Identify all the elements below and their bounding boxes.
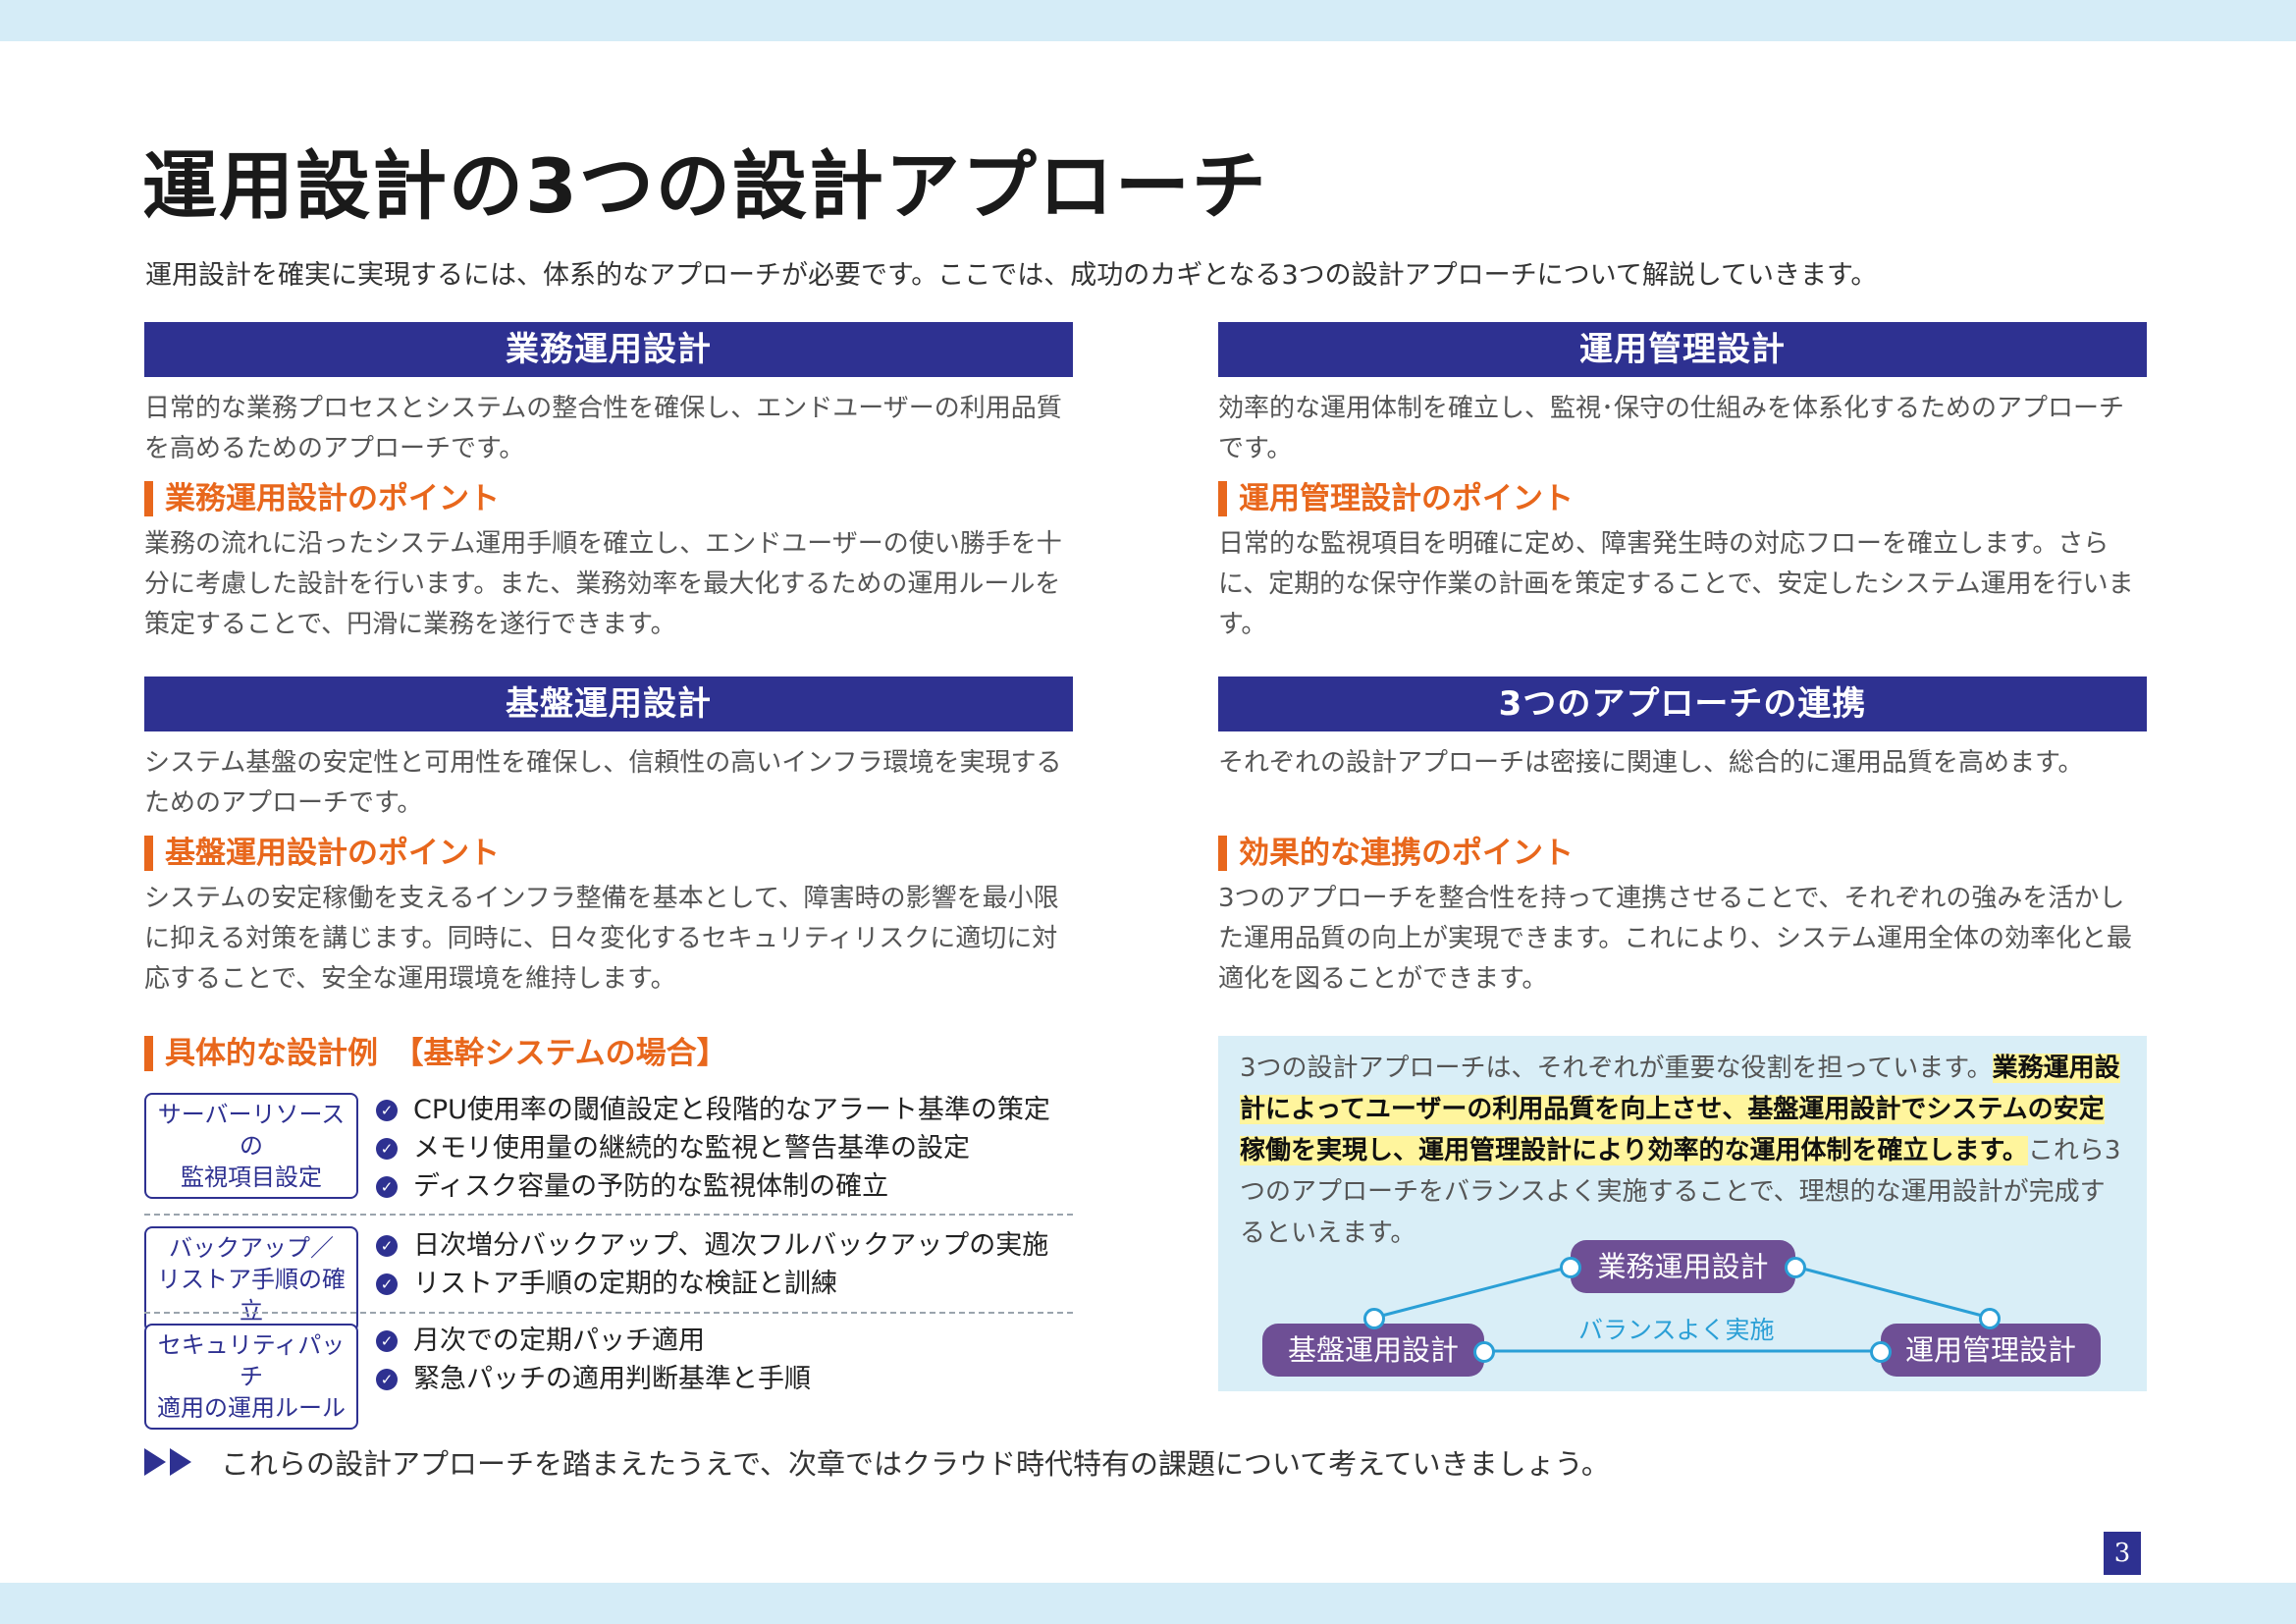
list-item: ✓ 日次増分バックアップ、週次フルバックアップの実施 (376, 1226, 1048, 1265)
section-desc: 効率的な運用体制を確立し、監視･保守の仕組みを体系化するためのアプローチです。 (1218, 394, 2125, 463)
example-items: ✓ 月次での定期パッチ適用 ✓ 緊急パッチの適用判断基準と手順 (376, 1322, 811, 1398)
top-band (0, 0, 2296, 41)
connector-line (1794, 1265, 1991, 1320)
connector-line (1373, 1265, 1572, 1320)
item-text: ディスク容量の予防的な監視体制の確立 (413, 1171, 889, 1202)
list-item: ✓ CPU使用率の閾値設定と段階的なアラート基準の策定 (376, 1091, 1050, 1129)
item-text: CPU使用率の閾値設定と段階的なアラート基準の策定 (413, 1095, 1050, 1125)
check-icon: ✓ (376, 1099, 398, 1121)
list-item: ✓ 月次での定期パッチ適用 (376, 1322, 811, 1360)
check-icon: ✓ (376, 1272, 398, 1295)
label-line: 監視項目設定 (181, 1164, 322, 1191)
page-number: 3 (2104, 1532, 2141, 1575)
diagram-node-gyomu: 業務運用設計 (1571, 1240, 1795, 1293)
connector-dot (1785, 1257, 1806, 1278)
item-text: 緊急パッチの適用判断基準と手順 (413, 1364, 811, 1394)
section-renkei: 3つのアプローチの連携 それぞれの設計アプローチは密接に関連し、総合的に運用品質… (1218, 677, 2147, 1000)
section-desc: 日常的な業務プロセスとシステムの整合性を確保し、エンドユーザーの利用品質を高める… (144, 394, 1062, 463)
section-desc: それぞれの設計アプローチは密接に関連し、総合的に運用品質を高めます。 (1218, 748, 2084, 778)
example-group: セキュリティパッチ 適用の運用ルール ✓ 月次での定期パッチ適用 ✓ 緊急パッチの適… (144, 1322, 1073, 1430)
label-line: リストア手順の確立 (157, 1266, 346, 1325)
list-item: ✓ メモリ使用量の継続的な監視と警告基準の設定 (376, 1129, 1050, 1167)
item-text: メモリ使用量の継続的な監視と警告基準の設定 (413, 1133, 970, 1164)
label-line: バックアップ／ (169, 1234, 334, 1262)
section-heading: 基盤運用設計 (144, 677, 1073, 731)
examples-heading: 具体的な設計例 【基幹システムの場合】 (144, 1036, 727, 1071)
bottom-band (0, 1583, 2296, 1624)
section-gyomu: 業務運用設計 日常的な業務プロセスとシステムの整合性を確保し、エンドユーザーの利… (144, 322, 1073, 645)
point-title: 運用管理設計のポイント (1218, 481, 2147, 516)
list-item: ✓ ディスク容量の予防的な監視体制の確立 (376, 1167, 1050, 1206)
point-text: 日常的な監視項目を明確に定め、障害発生時の対応フローを確立します。さらに、定期的… (1218, 529, 2134, 639)
intro-text: 運用設計を確実に実現するには、体系的なアプローチが必要です。ここでは、成功のカギ… (145, 260, 1878, 291)
item-text: 日次増分バックアップ、週次フルバックアップの実施 (413, 1230, 1049, 1261)
connector-dot (1979, 1308, 2001, 1329)
connector-dot (1870, 1341, 1892, 1363)
double-arrow-icon (144, 1448, 191, 1476)
list-item: ✓ リストア手順の定期的な検証と訓練 (376, 1265, 1048, 1303)
section-heading: 業務運用設計 (144, 322, 1073, 377)
diagram-node-kanri: 運用管理設計 (1881, 1324, 2101, 1377)
example-group: バックアップ／ リストア手順の確立 ✓ 日次増分バックアップ、週次フルバックアップ… (144, 1226, 1073, 1332)
summary-text: 3つの設計アプローチは、それぞれが重要な役割を担っています。業務運用設計によって… (1240, 1048, 2125, 1254)
diagram-node-kiban: 基盤運用設計 (1262, 1324, 1484, 1377)
connector-dot (1363, 1308, 1385, 1329)
example-items: ✓ 日次増分バックアップ、週次フルバックアップの実施 ✓ リストア手順の定期的な検証… (376, 1226, 1048, 1303)
example-label: サーバーリソースの 監視項目設定 (144, 1093, 358, 1199)
example-label: バックアップ／ リストア手順の確立 (144, 1226, 358, 1332)
point-title: 業務運用設計のポイント (144, 481, 1073, 516)
check-icon: ✓ (376, 1368, 398, 1390)
section-heading: 運用管理設計 (1218, 322, 2147, 377)
item-text: リストア手順の定期的な検証と訓練 (413, 1269, 837, 1299)
point-title: 基盤運用設計のポイント (144, 836, 1073, 871)
check-icon: ✓ (376, 1137, 398, 1160)
item-text: 月次での定期パッチ適用 (413, 1326, 705, 1356)
check-icon: ✓ (376, 1234, 398, 1257)
example-items: ✓ CPU使用率の閾値設定と段階的なアラート基準の策定 ✓ メモリ使用量の継続的な監… (376, 1091, 1050, 1206)
section-desc: システム基盤の安定性と可用性を確保し、信頼性の高いインフラ環境を実現するためのア… (144, 748, 1062, 818)
example-group: サーバーリソースの 監視項目設定 ✓ CPU使用率の閾値設定と段階的なアラート基準… (144, 1091, 1073, 1209)
example-label: セキュリティパッチ 適用の運用ルール (144, 1324, 358, 1430)
footer-line: これらの設計アプローチを踏まえたうえで、次章ではクラウド時代特有の課題について考… (144, 1441, 1610, 1483)
point-title: 効果的な連携のポイント (1218, 836, 2147, 871)
divider (144, 1312, 1073, 1314)
check-icon: ✓ (376, 1329, 398, 1352)
list-item: ✓ 緊急パッチの適用判断基準と手順 (376, 1360, 811, 1398)
label-line: サーバーリソースの (157, 1101, 346, 1160)
diagram-center-label: バランスよく実施 (1578, 1316, 1775, 1344)
section-heading: 3つのアプローチの連携 (1218, 677, 2147, 731)
divider (144, 1214, 1073, 1216)
point-text: 3つのアプローチを整合性を持って連携させることで、それぞれの強みを活かした運用品… (1218, 884, 2133, 994)
section-kiban: 基盤運用設計 システム基盤の安定性と可用性を確保し、信頼性の高いインフラ環境を実… (144, 677, 1073, 1000)
check-icon: ✓ (376, 1175, 398, 1198)
summary-text-plain: これら3つのアプローチをバランスよく実施することで、理想的な運用設計が完成すると… (1240, 1136, 2121, 1248)
connector-dot (1560, 1257, 1581, 1278)
page-title: 運用設計の3つの設計アプローチ (142, 142, 1268, 230)
footer-text: これらの設計アプローチを踏まえたうえで、次章ではクラウド時代特有の課題について考… (221, 1447, 1610, 1481)
label-line: 適用の運用ルール (157, 1394, 346, 1422)
section-kanri: 運用管理設計 効率的な運用体制を確立し、監視･保守の仕組みを体系化するためのアプ… (1218, 322, 2147, 645)
summary-text-plain: 3つの設計アプローチは、それぞれが重要な役割を担っています。 (1240, 1054, 1993, 1083)
point-text: 業務の流れに沿ったシステム運用手順を確立し、エンドユーザーの使い勝手を十分に考慮… (144, 529, 1062, 639)
point-text: システムの安定稼働を支えるインフラ整備を基本として、障害時の影響を最小限に抑える… (144, 884, 1059, 994)
connector-dot (1473, 1341, 1495, 1363)
label-line: セキュリティパッチ (157, 1331, 346, 1390)
